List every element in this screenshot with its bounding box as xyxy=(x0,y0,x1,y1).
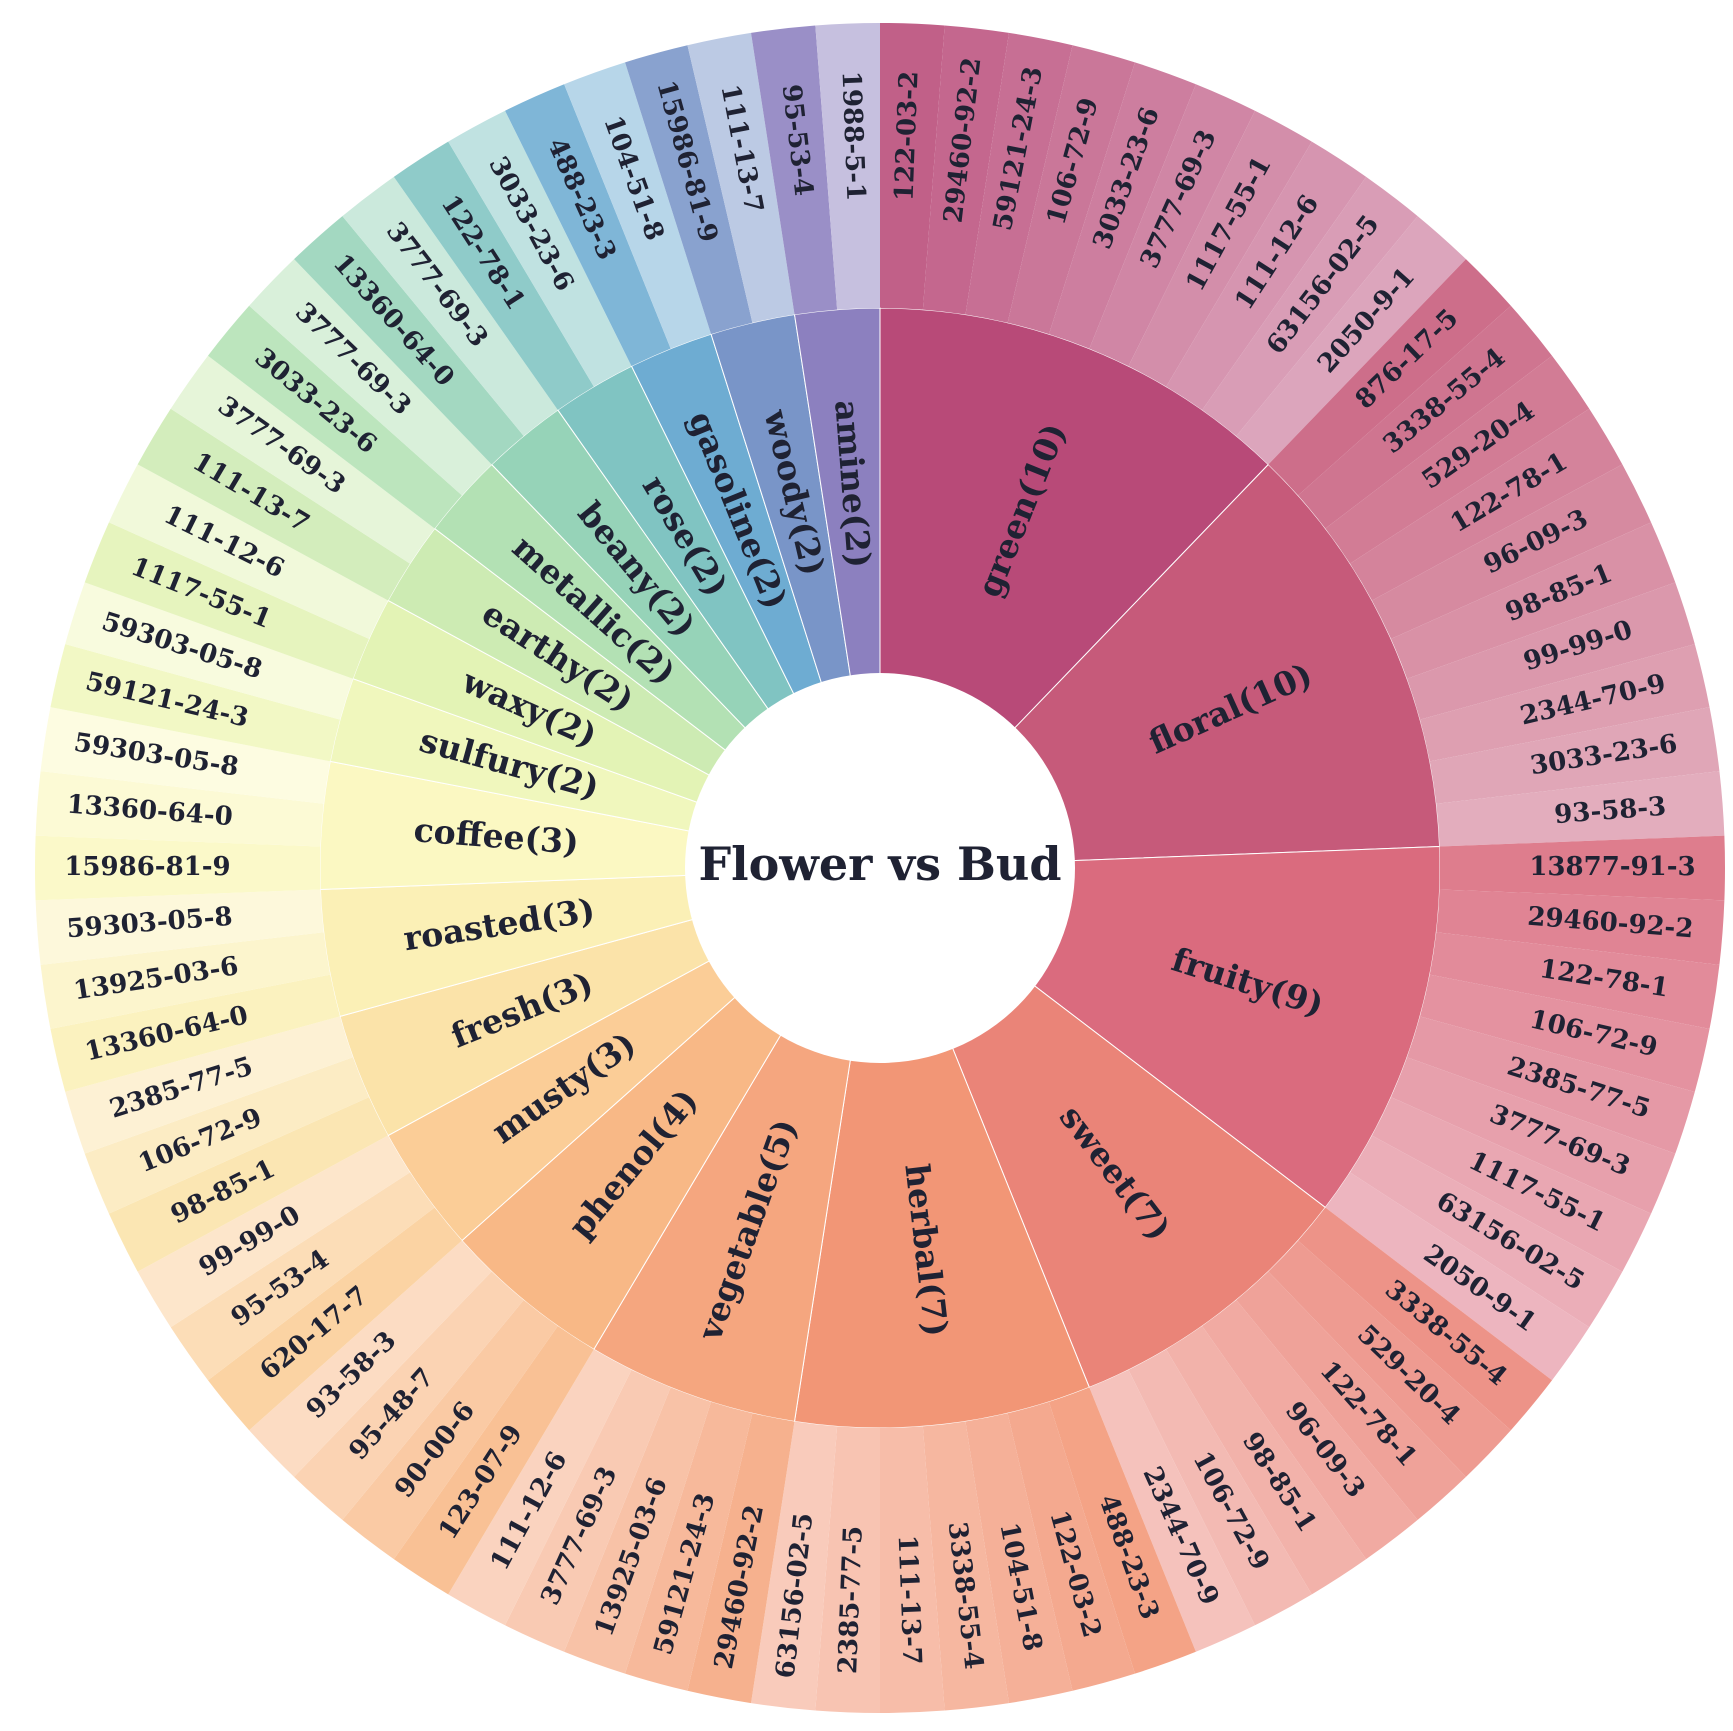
compound-segment[interactable] xyxy=(1436,889,1725,965)
compound-segment[interactable] xyxy=(84,1057,370,1214)
compound-segment[interactable] xyxy=(294,216,524,465)
compound-segment[interactable] xyxy=(965,1413,1073,1704)
compound-label: 2385-77-5 xyxy=(833,1525,869,1674)
compound-segment[interactable] xyxy=(922,25,1009,315)
compound-segment[interactable] xyxy=(1407,1016,1695,1154)
compound-segment[interactable] xyxy=(50,644,341,762)
compound-segment[interactable] xyxy=(50,974,341,1092)
compound-segment[interactable] xyxy=(1325,355,1590,564)
compound-segment[interactable] xyxy=(687,1413,795,1704)
compound-segment[interactable] xyxy=(170,355,435,564)
compound-segment[interactable] xyxy=(505,84,671,367)
compound-segment[interactable] xyxy=(1350,408,1623,601)
compound-segment[interactable] xyxy=(815,23,880,310)
compound-segment[interactable] xyxy=(751,25,838,315)
compound-segment[interactable] xyxy=(342,1300,558,1560)
compound-segment[interactable] xyxy=(1419,974,1710,1092)
compound-segment[interactable] xyxy=(108,1097,389,1272)
compound-segment[interactable] xyxy=(207,1207,462,1431)
compound-segment[interactable] xyxy=(564,1387,712,1674)
compound-segment[interactable] xyxy=(1268,1240,1511,1477)
compound-segment[interactable] xyxy=(249,1240,492,1477)
compound-segment[interactable] xyxy=(1436,771,1725,847)
compound-segment[interactable] xyxy=(35,771,324,847)
compound-segment[interactable] xyxy=(342,176,558,436)
compound-label: 1988-5-1 xyxy=(835,70,870,201)
compound-segment[interactable] xyxy=(294,1271,524,1520)
compound-segment[interactable] xyxy=(40,707,331,804)
compound-segment[interactable] xyxy=(1429,932,1720,1029)
compound-segment[interactable] xyxy=(1298,305,1553,529)
compound-segment[interactable] xyxy=(1166,141,1367,410)
compound-segment[interactable] xyxy=(1298,1207,1553,1431)
compound-segment[interactable] xyxy=(1350,1135,1623,1328)
compound-segment[interactable] xyxy=(505,1369,671,1652)
compound-segment[interactable] xyxy=(108,464,389,639)
chart-title: Flower vs Bud xyxy=(698,837,1061,891)
compound-segment[interactable] xyxy=(34,835,321,901)
compound-segment[interactable] xyxy=(137,1135,410,1328)
compound-label: 15986-81-9 xyxy=(64,852,230,882)
compound-segment[interactable] xyxy=(1268,259,1511,496)
compound-segment[interactable] xyxy=(170,1172,435,1381)
compound-segment[interactable] xyxy=(1128,1349,1312,1626)
compound-segment[interactable] xyxy=(65,582,353,720)
compound-label: 111-13-7 xyxy=(892,1534,927,1665)
compound-segment[interactable] xyxy=(207,305,462,529)
compound-segment[interactable] xyxy=(1371,464,1652,639)
compound-segment[interactable] xyxy=(137,408,410,601)
compound-segment[interactable] xyxy=(448,1349,632,1626)
compound-segment[interactable] xyxy=(1419,644,1710,762)
compound-segment[interactable] xyxy=(1407,582,1695,720)
segments-layer xyxy=(34,23,1726,1713)
compound-segment[interactable] xyxy=(687,32,795,323)
compound-segment[interactable] xyxy=(393,141,594,410)
compound-segment[interactable] xyxy=(815,1426,880,1713)
compound-segment[interactable] xyxy=(35,889,324,965)
compound-segment[interactable] xyxy=(625,1401,753,1691)
compound-segment[interactable] xyxy=(1007,45,1135,335)
center-hole xyxy=(685,673,1075,1063)
compound-segment[interactable] xyxy=(1371,1097,1652,1272)
compound-segment[interactable] xyxy=(880,1426,945,1713)
compound-segment[interactable] xyxy=(65,1016,353,1154)
compound-segment[interactable] xyxy=(1089,84,1255,367)
compound-segment[interactable] xyxy=(922,1421,1009,1711)
compound-segment[interactable] xyxy=(1391,522,1676,679)
compound-segment[interactable] xyxy=(1166,1326,1367,1595)
compound-segment[interactable] xyxy=(1202,1300,1418,1560)
compound-segment[interactable] xyxy=(1007,1401,1135,1691)
compound-segment[interactable] xyxy=(1048,62,1196,349)
compound-segment[interactable] xyxy=(448,110,632,387)
compound-segment[interactable] xyxy=(751,1421,838,1711)
compound-segment[interactable] xyxy=(249,259,492,496)
compound-segment[interactable] xyxy=(965,32,1073,323)
compound-segment[interactable] xyxy=(393,1326,594,1595)
compound-segment[interactable] xyxy=(40,932,331,1029)
compound-segment[interactable] xyxy=(1048,1387,1196,1674)
compound-segment[interactable] xyxy=(1429,707,1720,804)
compound-segment[interactable] xyxy=(84,522,370,679)
compound-segment[interactable] xyxy=(1236,1271,1466,1520)
compound-segment[interactable] xyxy=(625,45,753,335)
compound-segment[interactable] xyxy=(1128,110,1312,387)
compound-label: 122-03-2 xyxy=(890,70,925,201)
compound-segment[interactable] xyxy=(1202,176,1418,436)
compound-segment[interactable] xyxy=(1236,216,1466,465)
compound-segment[interactable] xyxy=(1439,835,1726,901)
compound-label: 13877-91-3 xyxy=(1529,852,1695,882)
compound-segment[interactable] xyxy=(1089,1369,1255,1652)
compound-segment[interactable] xyxy=(564,62,712,349)
compound-segment[interactable] xyxy=(1325,1172,1590,1381)
compound-segment[interactable] xyxy=(880,23,945,310)
compound-segment[interactable] xyxy=(1391,1057,1676,1214)
